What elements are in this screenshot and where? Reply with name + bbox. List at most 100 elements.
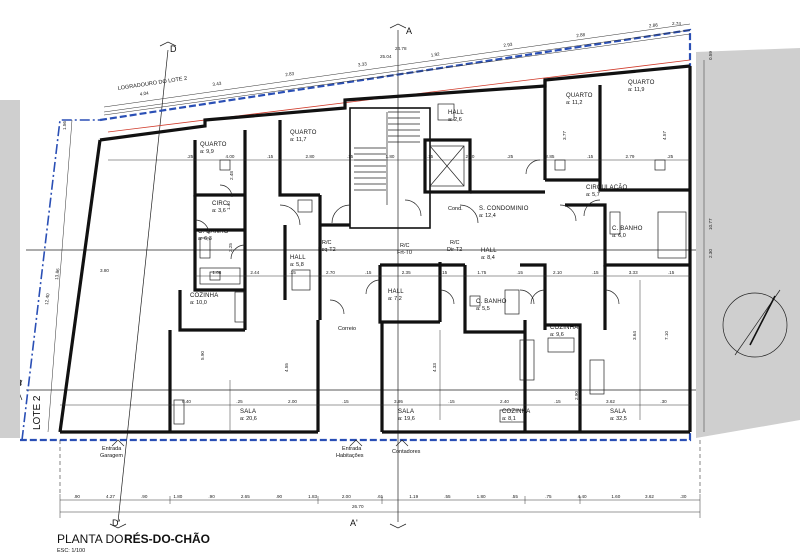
room-name: QUARTO: [200, 142, 227, 148]
dim-text: 4.27: [106, 494, 115, 499]
room-name: HALL: [448, 110, 464, 116]
room-name: HALL: [388, 289, 404, 295]
dim-text: .25: [507, 154, 514, 159]
north-arrow: [722, 289, 788, 358]
interior-walls: [168, 80, 690, 432]
axis-marker-d-prime: D': [109, 518, 127, 529]
dim-text: 25.04: [380, 54, 392, 59]
dim-text: 1.08: [212, 270, 221, 275]
dim-text: 2.70: [326, 270, 335, 275]
dim-text: .15: [517, 270, 524, 275]
room-name: QUARTO: [628, 80, 655, 86]
dim-text: 3.43: [212, 81, 222, 87]
dim-text: 1.40: [226, 201, 231, 210]
room-name: HALL: [290, 255, 306, 261]
dim-text: .15: [347, 154, 354, 159]
dim-text: 6.40: [182, 399, 191, 404]
dim-text: 2.25: [228, 243, 233, 252]
dim-text: .15: [587, 154, 594, 159]
dim-text: .30: [660, 399, 667, 404]
room-name: CIRCULAÇÃO: [586, 184, 627, 191]
logradouro-label: LOGRADOURO DO LOTE 2: [117, 76, 187, 92]
axis-d-label: D: [170, 44, 177, 54]
room-name: CIRC.: [212, 201, 229, 207]
room-area: a: 3,6: [212, 208, 226, 214]
room-name: C. BANHO: [198, 229, 229, 235]
room-area: a: 8,4: [481, 255, 495, 261]
cond-label: Cond.: [448, 206, 463, 212]
dim-text: .55: [444, 494, 451, 499]
dim-text: 2.80: [306, 154, 315, 159]
unit-rc-esq-line2: Esq-T2: [318, 247, 336, 253]
room-area: a: 5,8: [290, 262, 304, 268]
dim-text: 2.40: [500, 399, 509, 404]
dim-text: 24.78: [395, 46, 407, 51]
door-swings: [194, 159, 620, 315]
dim-text: 2.88: [576, 32, 586, 38]
room-name: SALA: [240, 409, 256, 415]
dim-text: 2.44: [250, 270, 259, 275]
dim-text: 1.80: [386, 154, 395, 159]
room-area: a: 9,6: [550, 332, 564, 338]
title-prefix: PLANTA DO: [57, 532, 123, 546]
axis-marker-d: D: [159, 41, 177, 54]
entrada-garagem-line2: Garagem: [100, 453, 123, 459]
entrada-garagem-line1: Entrada: [102, 446, 122, 452]
room-name: C. BANHO: [612, 226, 643, 232]
dim-text: 3.33: [358, 61, 368, 67]
dim-text: .75: [545, 494, 552, 499]
dim-text: .55: [512, 494, 519, 499]
room-name: COZINHA: [190, 293, 218, 299]
dim-text: 26.70: [352, 504, 364, 509]
dim-text: .25: [667, 154, 674, 159]
axis-d-prime-label: D': [112, 518, 120, 528]
fixtures: [173, 103, 687, 425]
dim-text: 10.77: [708, 218, 713, 230]
unit-rc-frt-line2: Frt-T0: [397, 250, 412, 256]
dim-text: 3.80: [100, 268, 109, 273]
room-area: a: 2,6: [448, 117, 462, 123]
room-area: a: 6,3: [198, 236, 212, 242]
dim-text: 2.93: [503, 42, 513, 48]
dim-text: .15: [592, 270, 599, 275]
title-scale: ESC: 1/100: [57, 548, 85, 554]
dim-text: 2.48: [229, 171, 234, 180]
room-name: COZINHA: [550, 325, 578, 331]
room-area: a: 10,0: [190, 300, 207, 306]
axis-a-prime-label: A': [350, 518, 358, 528]
contadores-label: Contadores: [392, 449, 421, 455]
room-name: S. CONDOMINIO: [479, 206, 529, 212]
dim-text: 12.40: [44, 293, 50, 305]
dim-text: 1.92: [430, 51, 440, 57]
dim-text: 3.33: [629, 270, 638, 275]
dim-text: .25: [187, 154, 194, 159]
room-area: a: 7,2: [388, 296, 402, 302]
dim-text: .90: [276, 494, 283, 499]
room-area: a: 20,6: [240, 416, 257, 422]
dim-text: 1.60: [611, 494, 620, 499]
dim-text: 2.83: [285, 71, 295, 77]
room-name: SALA: [398, 409, 414, 415]
unit-rc-esq-line1: R/C: [322, 240, 332, 246]
room-area: a: 5,5: [476, 306, 490, 312]
stair-treads: [354, 111, 420, 205]
room-name: QUARTO: [290, 130, 317, 136]
unit-rc-frt-line1: R/C: [400, 243, 410, 249]
room-name: QUARTO: [566, 93, 593, 99]
dim-text: 13.86: [54, 268, 60, 280]
room-area: a: 12,4: [479, 213, 496, 219]
room-area: a: 6,0: [612, 233, 626, 239]
room-area: a: 32,5: [610, 416, 627, 422]
dim-text: .15: [342, 399, 349, 404]
exterior-walls: [58, 64, 692, 434]
dim-text: 2.85: [546, 154, 555, 159]
room-area: a: 11,9: [628, 87, 644, 93]
dim-text: 2.65: [241, 494, 250, 499]
dim-text: 4.55: [284, 363, 289, 372]
dim-text: 3.64: [632, 331, 637, 340]
room-labels: QUARTO a: 9,9 QUARTO a: 11,7 HALL a: 2,6…: [190, 80, 655, 422]
